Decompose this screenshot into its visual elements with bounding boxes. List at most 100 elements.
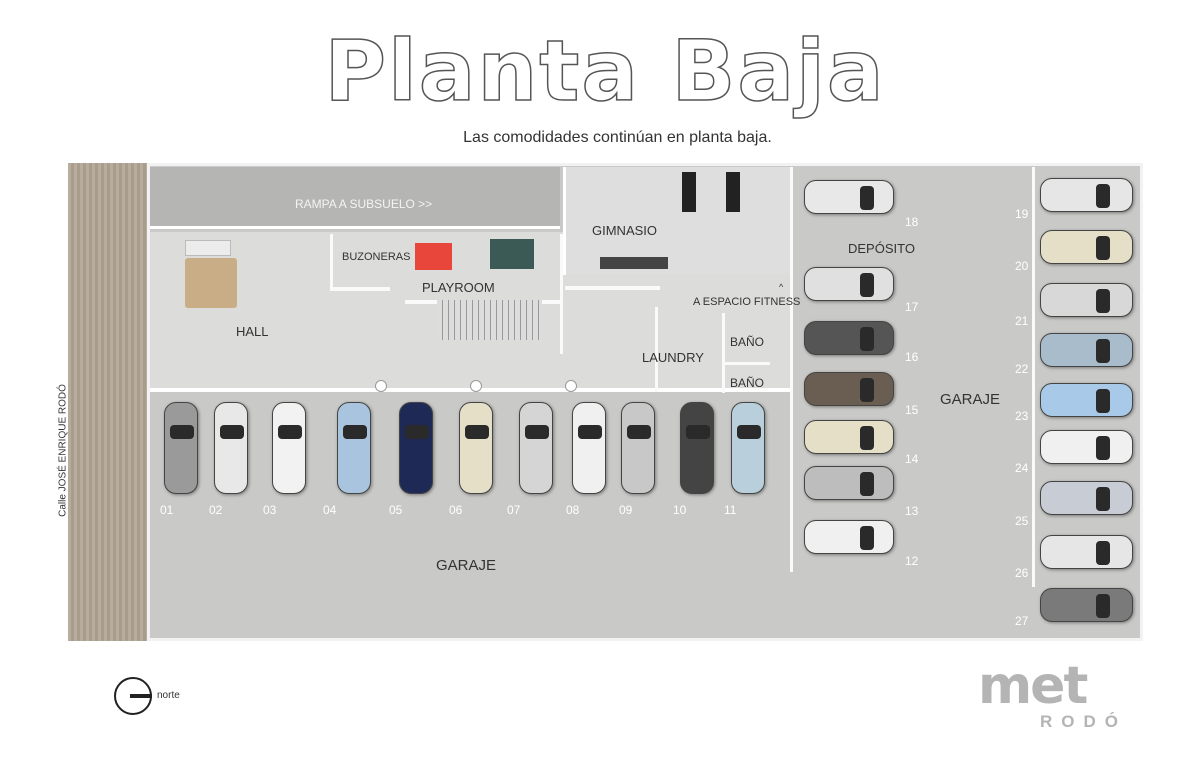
- deposito-label: DEPÓSITO: [848, 241, 915, 256]
- car: [804, 466, 894, 500]
- windshield: [860, 327, 874, 351]
- windshield: [1096, 184, 1110, 208]
- car: [1040, 230, 1133, 264]
- spot-number: 25: [1015, 514, 1029, 528]
- car: [1040, 383, 1133, 417]
- page-subtitle: Las comodidades continúan en planta baja…: [463, 129, 772, 146]
- spot-number: 15: [905, 403, 919, 417]
- car: [804, 321, 894, 355]
- car: [621, 402, 655, 494]
- street-strip: [68, 163, 148, 641]
- brand-logo: met: [978, 656, 1088, 716]
- windshield: [1096, 289, 1110, 313]
- car: [1040, 283, 1133, 317]
- windshield: [343, 425, 367, 439]
- windshield: [860, 378, 874, 402]
- spot-number: 16: [905, 350, 919, 364]
- spot-number: 04: [323, 503, 337, 517]
- garage-label: GARAJE: [436, 557, 497, 574]
- gym-area: [563, 167, 791, 275]
- column: [375, 380, 387, 392]
- north-compass-icon: [114, 677, 152, 715]
- car: [164, 402, 198, 494]
- wall: [330, 287, 390, 291]
- windshield: [405, 425, 429, 439]
- spot-number: 20: [1015, 259, 1029, 273]
- treadmill: [682, 172, 696, 212]
- windshield: [686, 425, 710, 439]
- car: [459, 402, 493, 494]
- windshield: [1096, 236, 1110, 260]
- spot-number: 27: [1015, 614, 1029, 628]
- car: [572, 402, 606, 494]
- wall: [330, 234, 333, 289]
- car: [731, 402, 765, 494]
- bano-label: BAÑO: [730, 335, 765, 349]
- gimnasio-label: GIMNASIO: [592, 223, 658, 238]
- windshield: [578, 425, 602, 439]
- car: [804, 520, 894, 554]
- car: [1040, 178, 1133, 212]
- car: [399, 402, 433, 494]
- windshield: [220, 425, 244, 439]
- rug: [185, 258, 237, 308]
- windshield: [860, 426, 874, 450]
- spot-number: 26: [1015, 566, 1029, 580]
- windshield: [1096, 541, 1110, 565]
- windshield: [278, 425, 302, 439]
- windshield: [1096, 487, 1110, 511]
- car: [804, 267, 894, 301]
- windshield: [860, 526, 874, 550]
- wall: [655, 307, 658, 392]
- garage-label: GARAJE: [940, 391, 1001, 408]
- windshield: [170, 425, 194, 439]
- windshield: [1096, 594, 1110, 618]
- windshield: [1096, 436, 1110, 460]
- brand-logo-sub: RODÓ: [1040, 712, 1127, 731]
- column: [470, 380, 482, 392]
- spot-number: 19: [1015, 207, 1029, 221]
- windshield: [1096, 389, 1110, 413]
- buzoneras-label: BUZONERAS: [342, 251, 411, 263]
- spot-number: 10: [673, 503, 687, 517]
- wall: [722, 313, 725, 393]
- playroom-label: PLAYROOM: [422, 280, 495, 295]
- windshield: [465, 425, 489, 439]
- spot-number: 13: [905, 504, 919, 518]
- spot-number: 01: [160, 503, 174, 517]
- windshield: [525, 425, 549, 439]
- laundry-label: LAUNDRY: [642, 350, 704, 365]
- car: [1040, 481, 1133, 515]
- windshield: [627, 425, 651, 439]
- wall: [790, 167, 793, 572]
- spot-number: 07: [507, 503, 521, 517]
- wall: [725, 362, 770, 365]
- spot-number: 11: [724, 503, 737, 517]
- spot-number: 09: [619, 503, 633, 517]
- bench: [600, 257, 668, 269]
- treadmill: [726, 172, 740, 212]
- sofa: [185, 240, 231, 256]
- spot-number: 06: [449, 503, 463, 517]
- spot-number: 12: [905, 554, 919, 568]
- page-title: Planta Baja: [324, 21, 886, 121]
- wall: [565, 286, 660, 290]
- car: [804, 372, 894, 406]
- car: [1040, 535, 1133, 569]
- hall-label: HALL: [236, 324, 269, 339]
- spot-number: 22: [1015, 362, 1029, 376]
- car: [680, 402, 714, 494]
- stairs: [437, 300, 542, 340]
- car: [214, 402, 248, 494]
- spot-number: 08: [566, 503, 580, 517]
- ping-pong-table: [490, 239, 534, 269]
- fitness-label: A ESPACIO FITNESS: [693, 296, 801, 308]
- car: [1040, 430, 1133, 464]
- spot-number: 23: [1015, 409, 1029, 423]
- windshield: [1096, 339, 1110, 363]
- spot-number: 24: [1015, 461, 1029, 475]
- car: [272, 402, 306, 494]
- spot-number: 21: [1015, 314, 1029, 328]
- windshield: [860, 273, 874, 297]
- spot-number: 14: [905, 452, 919, 466]
